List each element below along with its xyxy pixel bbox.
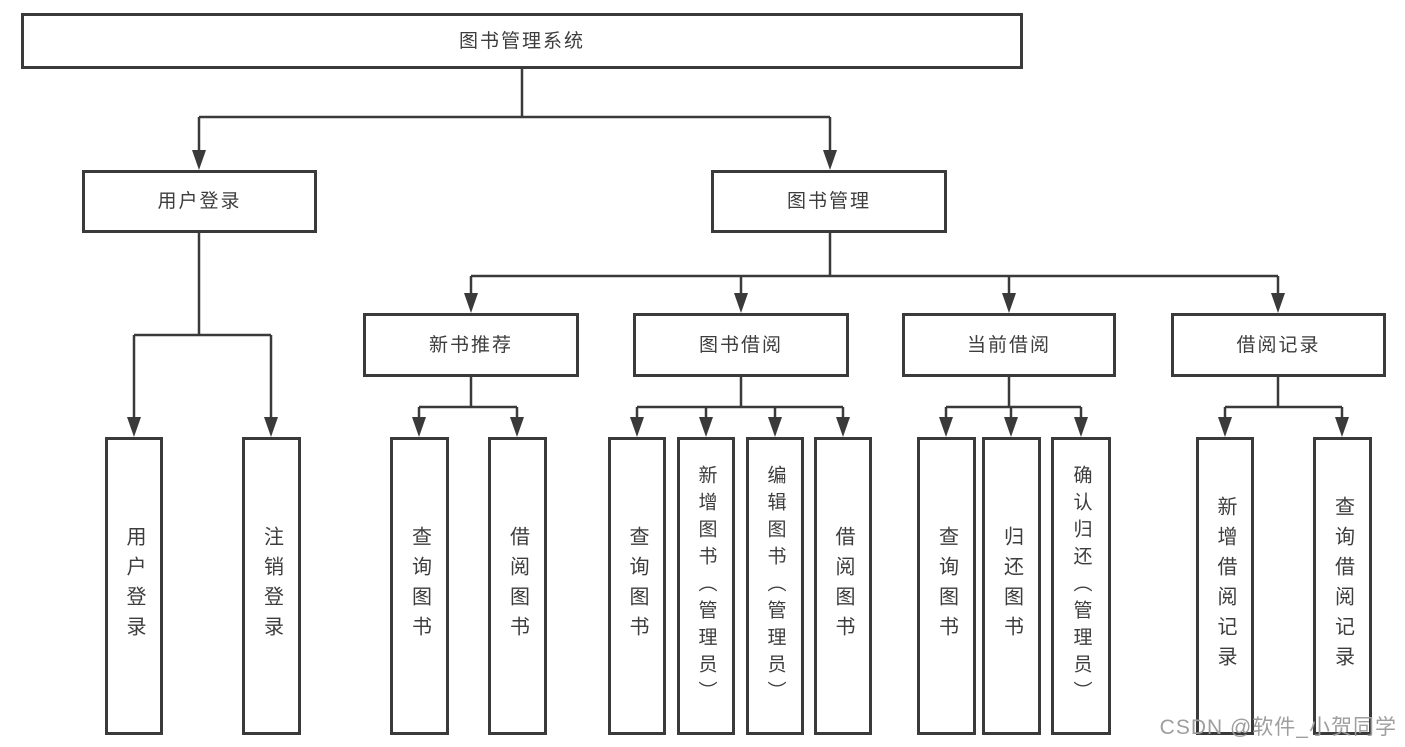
node-book-management: 图书管理 [711,170,947,233]
leaf-query-books-3: 查询图书 [917,437,976,735]
node-user-login-branch-label: 用户登录 [157,191,242,212]
arrowheads [127,150,1349,437]
leaf-confirm-return-admin-label: 确认归还（管理员） [1070,464,1092,708]
leaf-add-borrow-record: 新增借阅记录 [1196,437,1254,735]
leaf-add-borrow-record-label: 新增借阅记录 [1214,496,1236,676]
leaf-query-books-1-label: 查询图书 [408,526,431,646]
node-current-borrowing: 当前借阅 [902,313,1116,377]
leaf-logout-label: 注销登录 [260,526,283,646]
node-book-management-label: 图书管理 [786,191,871,212]
node-borrowing-records: 借阅记录 [1171,313,1386,377]
node-book-borrowing: 图书借阅 [633,313,849,377]
leaf-borrow-books-2: 借阅图书 [814,437,872,735]
node-book-borrowing-label: 图书借阅 [698,334,783,356]
node-user-login-branch: 用户登录 [82,170,317,233]
leaf-query-books-1: 查询图书 [390,437,449,735]
leaf-edit-books-admin: 编辑图书（管理员） [746,437,804,735]
leaf-edit-books-admin-label: 编辑图书（管理员） [764,464,786,708]
leaf-query-books-2: 查询图书 [608,437,666,735]
leaf-confirm-return-admin: 确认归还（管理员） [1051,437,1111,735]
node-library-system: 图书管理系统 [21,13,1023,69]
leaf-query-borrow-record: 查询借阅记录 [1313,437,1372,735]
leaf-add-books-admin-label: 新增图书（管理员） [695,464,717,708]
node-current-borrowing-label: 当前借阅 [966,334,1051,356]
leaf-user-login-label: 用户登录 [123,526,145,646]
leaf-return-books-label: 归还图书 [1000,526,1023,646]
leaf-query-books-3-label: 查询图书 [935,526,958,646]
leaf-borrow-books-2-label: 借阅图书 [832,526,854,646]
leaf-user-login: 用户登录 [105,437,163,735]
leaf-borrow-books-1-label: 借阅图书 [506,526,529,646]
leaf-add-books-admin: 新增图书（管理员） [677,437,735,735]
leaf-query-borrow-record-label: 查询借阅记录 [1331,496,1354,676]
node-library-system-label: 图书管理系统 [458,30,585,52]
node-borrowing-records-label: 借阅记录 [1236,334,1321,356]
csdn-watermark: CSDN @软件_小贺同学 [1159,716,1397,739]
leaf-return-books: 归还图书 [982,437,1041,735]
leaf-borrow-books-1: 借阅图书 [488,437,547,735]
leaf-logout: 注销登录 [242,437,301,735]
node-new-book-recommend: 新书推荐 [363,313,579,377]
node-new-book-recommend-label: 新书推荐 [428,334,513,356]
leaf-query-books-2-label: 查询图书 [626,526,648,646]
